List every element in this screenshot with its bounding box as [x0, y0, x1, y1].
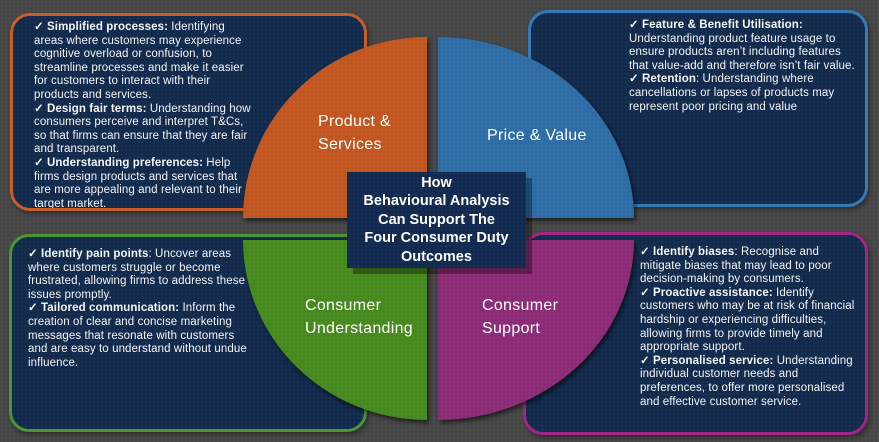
bullet-text: Help firms design products and services … — [34, 156, 242, 210]
bullet-label: ✓ Personalised service: — [640, 354, 774, 367]
bullet-label: ✓ Design fair terms: — [34, 102, 147, 115]
quadrant-label-consumer-support: Consumer Support — [482, 297, 559, 337]
bullet-item: ✓ Proactive assistance: Identify custome… — [640, 287, 862, 355]
title-line: Behavioural Analysis — [363, 193, 510, 210]
box-text-product-services: ✓ Simplified processes: Identifying area… — [34, 21, 256, 210]
bullet-label: ✓ Simplified processes: — [34, 21, 169, 33]
bullet-text: : Understanding where cancellations or l… — [629, 73, 835, 113]
quadrant-label-product-services: Product & Services — [318, 113, 391, 153]
quadrant-label-price-value: Price & Value — [487, 127, 587, 144]
bullet-item: ✓ Identify pain points: Uncover areas wh… — [28, 248, 254, 302]
bullet-item: ✓ Understanding preferences: Help firms … — [34, 156, 256, 210]
bullet-label: ✓ Retention — [629, 73, 696, 86]
title-line: Four Consumer Duty — [364, 230, 509, 247]
bullet-text: Identify customers who may be at risk of… — [640, 286, 855, 354]
bullet-item: ✓ Identify biases: Recognise and mitigat… — [640, 246, 862, 287]
bullet-label: ✓ Proactive assistance: — [640, 286, 773, 299]
bullet-label: ✓ Feature & Benefit Utilisation: — [629, 19, 803, 31]
bullet-text: Understanding individual customer needs … — [640, 354, 853, 408]
bullet-label: ✓ Identify biases — [640, 246, 735, 258]
bullet-item: ✓ Simplified processes: Identifying area… — [34, 21, 256, 103]
bullet-item: ✓ Design fair terms: Understanding how c… — [34, 103, 256, 157]
bullet-item: ✓ Retention: Understanding where cancell… — [629, 73, 863, 114]
bullet-text: : Recognise and mitigate biases that may… — [640, 246, 832, 286]
title-line: Outcomes — [401, 248, 472, 265]
bullet-item: ✓ Personalised service: Understanding in… — [640, 355, 862, 409]
bullet-label: ✓ Understanding preferences: — [34, 156, 203, 169]
box-text-price-value: ✓ Feature & Benefit Utilisation: Underst… — [629, 19, 863, 114]
box-text-consumer-understanding: ✓ Identify pain points: Uncover areas wh… — [28, 248, 254, 370]
bullet-text: : Uncover areas where customers struggle… — [28, 248, 246, 301]
bullet-text: Inform the creation of clear and concise… — [28, 302, 247, 369]
bullet-text: Understanding product feature usage to e… — [629, 32, 855, 72]
bullet-label: ✓ Tailored communication: — [28, 302, 180, 315]
title-line: Can Support The — [378, 211, 495, 228]
box-text-consumer-support: ✓ Identify biases: Recognise and mitigat… — [640, 246, 862, 409]
bullet-text: Identifying areas where customers may ex… — [34, 21, 244, 101]
bullet-text: Understanding how consumers perceive and… — [34, 102, 251, 156]
bullet-label: ✓ Identify pain points — [28, 248, 149, 260]
quadrant-label-consumer-understanding: Consumer Understanding — [305, 297, 413, 337]
title-line: How — [421, 174, 452, 191]
center-title-box: How Behavioural Analysis Can Support The… — [347, 172, 526, 268]
bullet-item: ✓ Feature & Benefit Utilisation: Underst… — [629, 19, 863, 73]
bullet-item: ✓ Tailored communication: Inform the cre… — [28, 302, 254, 370]
